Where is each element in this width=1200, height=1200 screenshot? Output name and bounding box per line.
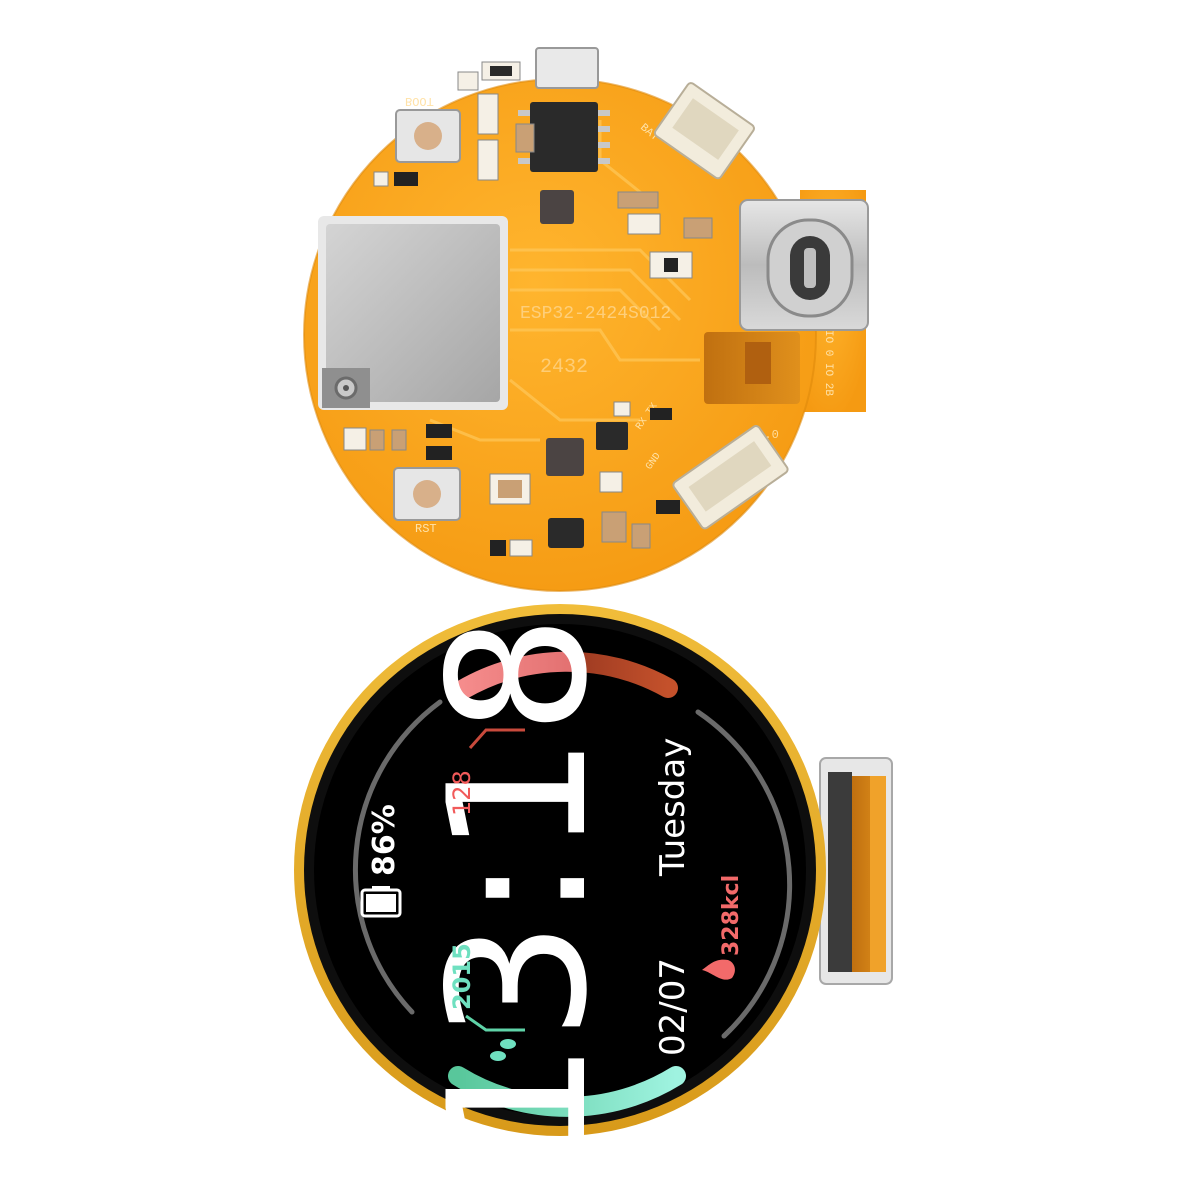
steps-value: 2015 <box>448 943 476 1010</box>
pcb-model-label: ESP32-2424S012 <box>520 304 671 324</box>
uart-connector <box>672 425 789 530</box>
pcb-rst-label: RST <box>415 522 437 536</box>
battery-connector <box>653 82 755 180</box>
pcb-boot-label: BOOT <box>405 94 434 108</box>
battery-indicator: 86% <box>360 804 402 918</box>
heart-rate-value: 128 <box>448 770 476 816</box>
steps-divider <box>465 1014 525 1032</box>
usb-c-connector <box>739 199 869 331</box>
boot-button <box>395 109 461 163</box>
battery-percent: 86% <box>367 804 402 876</box>
watchface-rotated: 13:18 Tuesday 02/07 86% 128 2015 <box>360 614 744 1162</box>
clock-time: 13:18 <box>408 614 629 1162</box>
power-ic <box>530 102 598 172</box>
steps-arc <box>448 1066 686 1117</box>
esp32-module <box>318 216 508 410</box>
date-label: 02/07 <box>653 958 693 1056</box>
day-label: Tuesday <box>653 738 693 877</box>
heart-rate-arc <box>452 651 678 700</box>
pcb-io-label: IO 0 IO 2B <box>822 330 834 396</box>
flame-icon <box>702 959 735 980</box>
calories-value: 328kcl <box>719 875 744 956</box>
pcb-board: ESP32-2424S012 2432 V1.0 BOOT RST BAT RX… <box>303 47 869 592</box>
rst-button <box>393 467 461 521</box>
watch-ring-right <box>695 709 793 1039</box>
footsteps-icon <box>490 1039 516 1061</box>
pcb-module-id-label: 2432 <box>540 356 588 379</box>
calories-indicator: 328kcl <box>702 875 744 980</box>
round-lcd-display: 13:18 Tuesday 02/07 86% 128 2015 <box>294 604 893 1162</box>
smd-components <box>343 61 713 557</box>
watch-ring-left <box>352 699 443 1015</box>
heart-divider <box>468 728 525 749</box>
